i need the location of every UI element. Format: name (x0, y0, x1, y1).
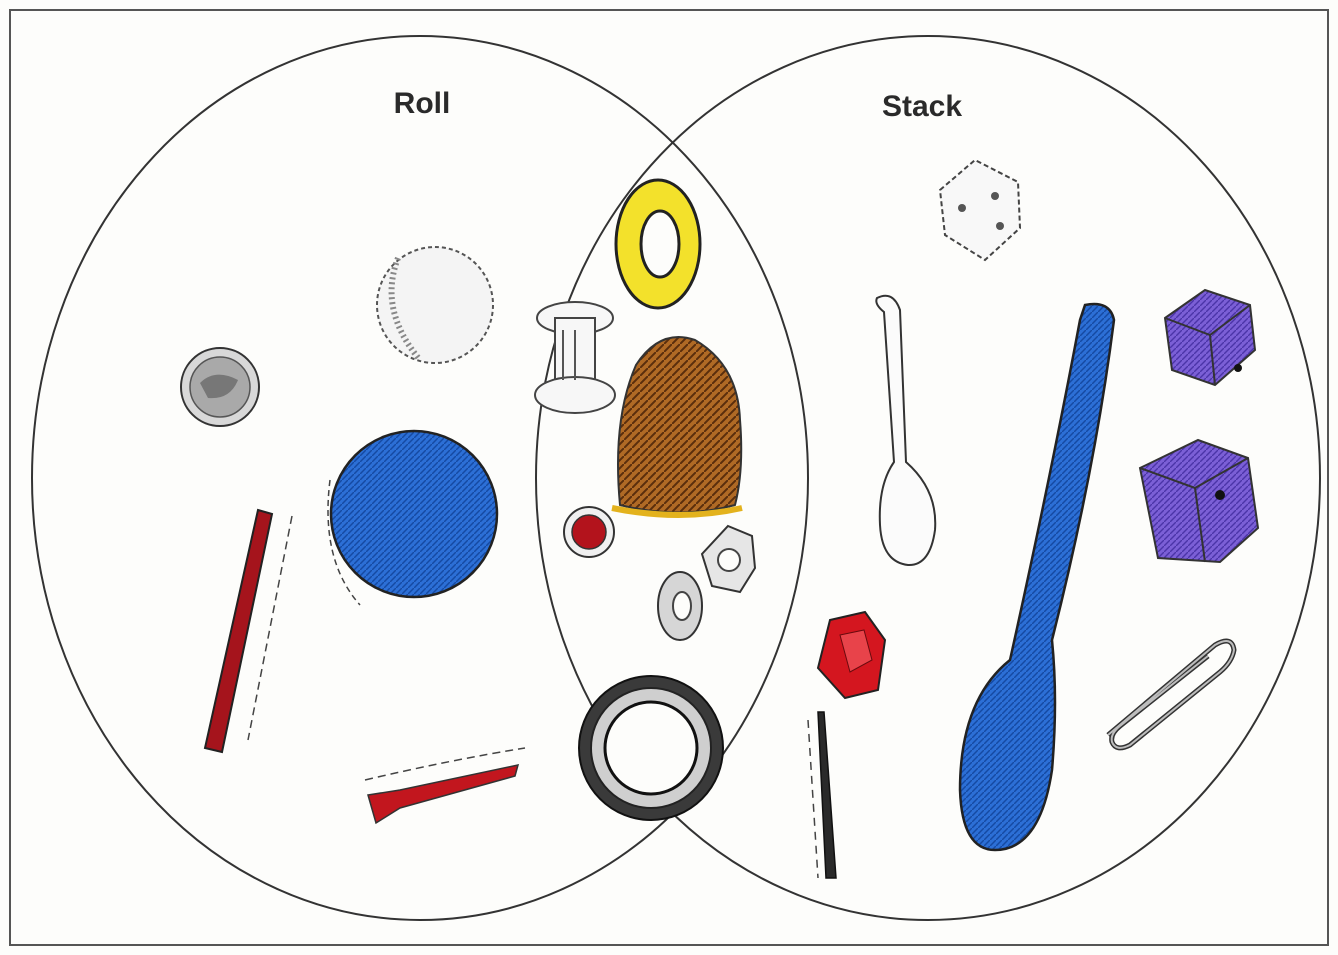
die-white-icon (940, 160, 1020, 260)
paper-clip-icon (1108, 641, 1234, 748)
coin-icon (181, 348, 259, 426)
spoon-blue-icon (960, 304, 1114, 850)
spoon-white-icon (876, 296, 935, 565)
gem-red-icon (818, 612, 885, 698)
cube-purple-small-icon (1165, 290, 1255, 385)
bobby-pin-icon (808, 712, 836, 878)
marble-blue-icon (328, 431, 497, 605)
bead-red-icon (564, 507, 614, 557)
washer-small-icon (658, 572, 702, 640)
hex-nut-icon (702, 526, 755, 592)
roll-set-label: Roll (394, 87, 451, 120)
crayon-red-icon (205, 510, 292, 752)
marble-white-icon (377, 247, 493, 363)
washer-yellow-icon (616, 180, 700, 308)
stack-set-label: Stack (882, 90, 962, 123)
spool-icon (535, 302, 615, 413)
tire-icon (579, 676, 723, 820)
thimble-icon (612, 337, 742, 515)
golf-tee-red-icon (365, 748, 525, 823)
cube-purple-large-icon (1140, 440, 1258, 562)
